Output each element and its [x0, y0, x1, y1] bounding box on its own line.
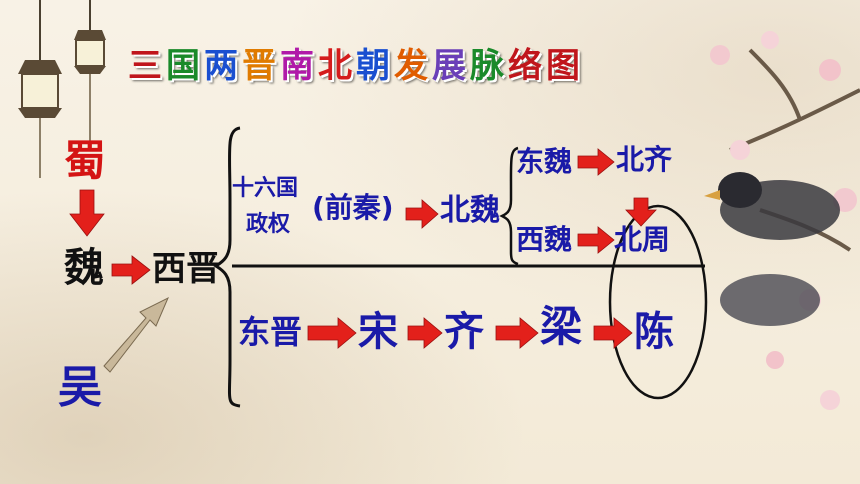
node-wu: 吴 — [58, 362, 102, 413]
arrow-wei-to-xijin — [111, 255, 151, 285]
diagram-title: 三国两晋南北朝发展脉络图 — [128, 38, 648, 86]
main-brace — [213, 126, 241, 408]
wei-split-brace — [499, 146, 519, 266]
node-beiqi: 北齐 — [616, 143, 673, 176]
arrow-xiwei-to-beizhou — [577, 226, 615, 254]
arrow-qi-to-liang — [495, 317, 539, 349]
arrow-beiqi-to-beizhou — [625, 197, 657, 227]
arrow-liang-to-chen — [593, 317, 633, 349]
arrow-dongjin-to-song — [307, 317, 357, 349]
title-char: 三 — [128, 46, 166, 86]
node-beizhou: 北周 — [614, 223, 671, 256]
node-beiwei: 北魏 — [440, 193, 500, 228]
title-char: 国 — [166, 46, 204, 86]
node-xijin: 西晋 — [152, 249, 220, 289]
title-char: 发 — [394, 46, 432, 86]
title-char: 脉 — [470, 46, 508, 86]
blossom-branch-decoration — [704, 31, 860, 410]
node-dongwei: 东魏 — [516, 145, 573, 178]
arrow-wu-to-xijin — [103, 296, 169, 373]
title-char: 图 — [546, 46, 584, 86]
node-chen: 陈 — [634, 309, 674, 355]
node-qianqin: (前秦) — [312, 191, 394, 224]
lantern-decoration — [18, 0, 106, 178]
title-char: 朝 — [356, 46, 394, 86]
title-char: 北 — [318, 46, 356, 86]
node-wei: 魏 — [64, 245, 104, 291]
node-xiwei: 西魏 — [516, 223, 573, 256]
node-song: 宋 — [358, 309, 398, 355]
arrow-song-to-qi — [407, 317, 443, 349]
arrow-shu-to-wei — [69, 189, 105, 237]
title-char: 两 — [204, 46, 242, 86]
title-char: 南 — [280, 46, 318, 86]
node-shu: 蜀 — [64, 136, 107, 185]
arrow-dongwei-to-beiqi — [577, 148, 615, 176]
title-char: 络 — [508, 46, 546, 86]
arrow-qianqin-to-beiwei — [405, 199, 439, 229]
node-liang: 梁 — [540, 302, 583, 351]
node-sixteen-kingdoms-line1: 十六国 — [232, 176, 299, 201]
title-char: 展 — [432, 46, 470, 86]
highlight-oval — [608, 204, 708, 400]
title-char: 晋 — [242, 46, 280, 86]
node-qi: 齐 — [444, 309, 484, 355]
node-dongjin: 东晋 — [238, 313, 303, 351]
node-sixteen-kingdoms-line2: 政权 — [246, 212, 291, 237]
